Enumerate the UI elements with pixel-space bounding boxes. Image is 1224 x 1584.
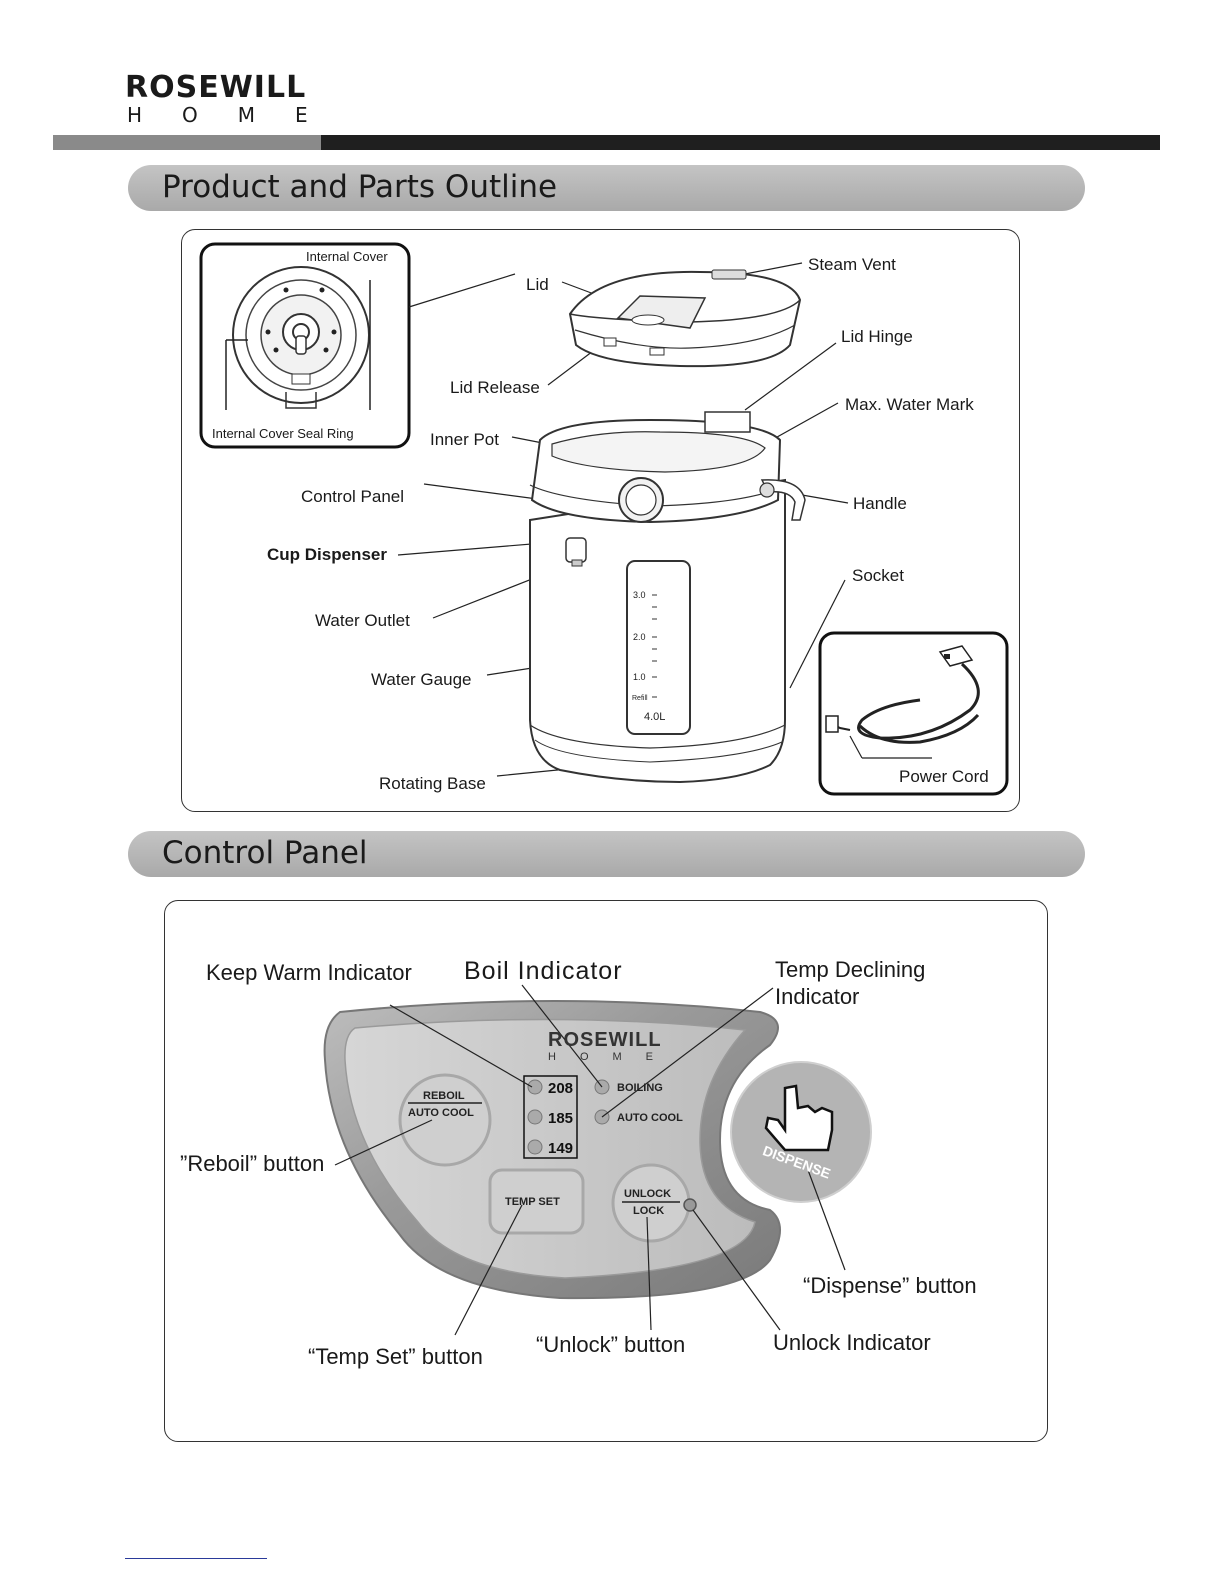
label-rotating-base: Rotating Base xyxy=(379,774,486,793)
footer-line xyxy=(125,1558,267,1559)
pot-drawing xyxy=(529,411,806,784)
label-keep-warm-indicator: Keep Warm Indicator xyxy=(206,960,412,985)
label-unlock-indicator: Unlock Indicator xyxy=(773,1330,931,1355)
section-header-parts: Product and Parts Outline xyxy=(128,165,1085,211)
panel-brand-name: ROSEWILL xyxy=(548,1029,662,1051)
dispense-button[interactable] xyxy=(731,1062,871,1202)
brand-logo: ROSEWILL HOME xyxy=(125,70,348,127)
hand-pointer-icon xyxy=(764,1084,834,1152)
label-dispense-button: “Dispense” button xyxy=(803,1273,977,1298)
section-title-parts: Product and Parts Outline xyxy=(162,169,558,205)
panel-brand-sub: HOME xyxy=(548,1051,677,1063)
label-temp-declining-line2: Indicator xyxy=(775,984,860,1009)
label-socket: Socket xyxy=(852,566,904,585)
label-water-gauge: Water Gauge xyxy=(371,670,472,689)
section-title-control-panel: Control Panel xyxy=(162,835,368,871)
label-lid-hinge: Lid Hinge xyxy=(841,327,913,346)
brand-name: ROSEWILL xyxy=(125,70,307,105)
label-inner-pot: Inner Pot xyxy=(430,430,499,449)
internal-cover-inset xyxy=(199,242,411,449)
label-power-cord: Power Cord xyxy=(899,767,989,786)
label-boil-indicator: Boil Indicator xyxy=(464,957,623,985)
auto-cool-label: AUTO COOL xyxy=(617,1112,683,1124)
temp-set-button[interactable] xyxy=(490,1170,583,1233)
label-lid: Lid xyxy=(526,275,549,294)
reboil-label-top: REBOIL xyxy=(423,1090,465,1102)
reboil-button[interactable] xyxy=(400,1075,490,1165)
gauge-mark-2: 2.0 xyxy=(633,632,646,642)
brand-sub: HOME xyxy=(127,103,348,127)
lid-drawing xyxy=(568,269,802,368)
label-control-panel: Control Panel xyxy=(301,487,405,506)
temp-185: 185 xyxy=(548,1110,573,1127)
label-steam-vent: Steam Vent xyxy=(808,255,896,274)
gauge-mark-capacity: 4.0L xyxy=(644,711,665,723)
label-water-outlet: Water Outlet xyxy=(315,611,410,630)
label-cup-dispenser: Cup Dispenser xyxy=(267,545,387,564)
unlock-button[interactable] xyxy=(613,1165,689,1241)
label-unlock-button: “Unlock” button xyxy=(536,1332,686,1357)
unlock-label: UNLOCK xyxy=(624,1188,671,1200)
reboil-label-bottom: AUTO COOL xyxy=(408,1107,474,1119)
temp-208: 208 xyxy=(548,1080,573,1097)
gauge-mark-refill: Refill xyxy=(632,695,648,702)
water-gauge-marks xyxy=(652,594,657,698)
header-bar-dark xyxy=(321,135,1160,150)
gauge-mark-1: 1.0 xyxy=(633,672,646,682)
header-bar-light xyxy=(53,135,321,150)
boiling-label: BOILING xyxy=(617,1082,663,1094)
label-temp-set-button: “Temp Set” button xyxy=(308,1344,483,1369)
power-cord-inset xyxy=(818,631,1009,796)
label-temp-declining-line1: Temp Declining xyxy=(775,957,926,982)
label-handle: Handle xyxy=(853,494,907,513)
control-leader-lines xyxy=(334,984,846,1336)
label-max-water-mark: Max. Water Mark xyxy=(845,395,974,414)
label-lid-release: Lid Release xyxy=(450,378,540,397)
label-internal-cover-seal-ring: Internal Cover Seal Ring xyxy=(212,426,354,441)
lock-label: LOCK xyxy=(633,1205,664,1217)
temp-149: 149 xyxy=(548,1140,573,1157)
gauge-mark-3: 3.0 xyxy=(633,590,646,600)
label-internal-cover: Internal Cover xyxy=(306,249,388,264)
label-reboil-button: ”Reboil” button xyxy=(180,1151,325,1176)
temp-set-label: TEMP SET xyxy=(505,1196,560,1208)
section-header-control-panel: Control Panel xyxy=(128,831,1085,877)
